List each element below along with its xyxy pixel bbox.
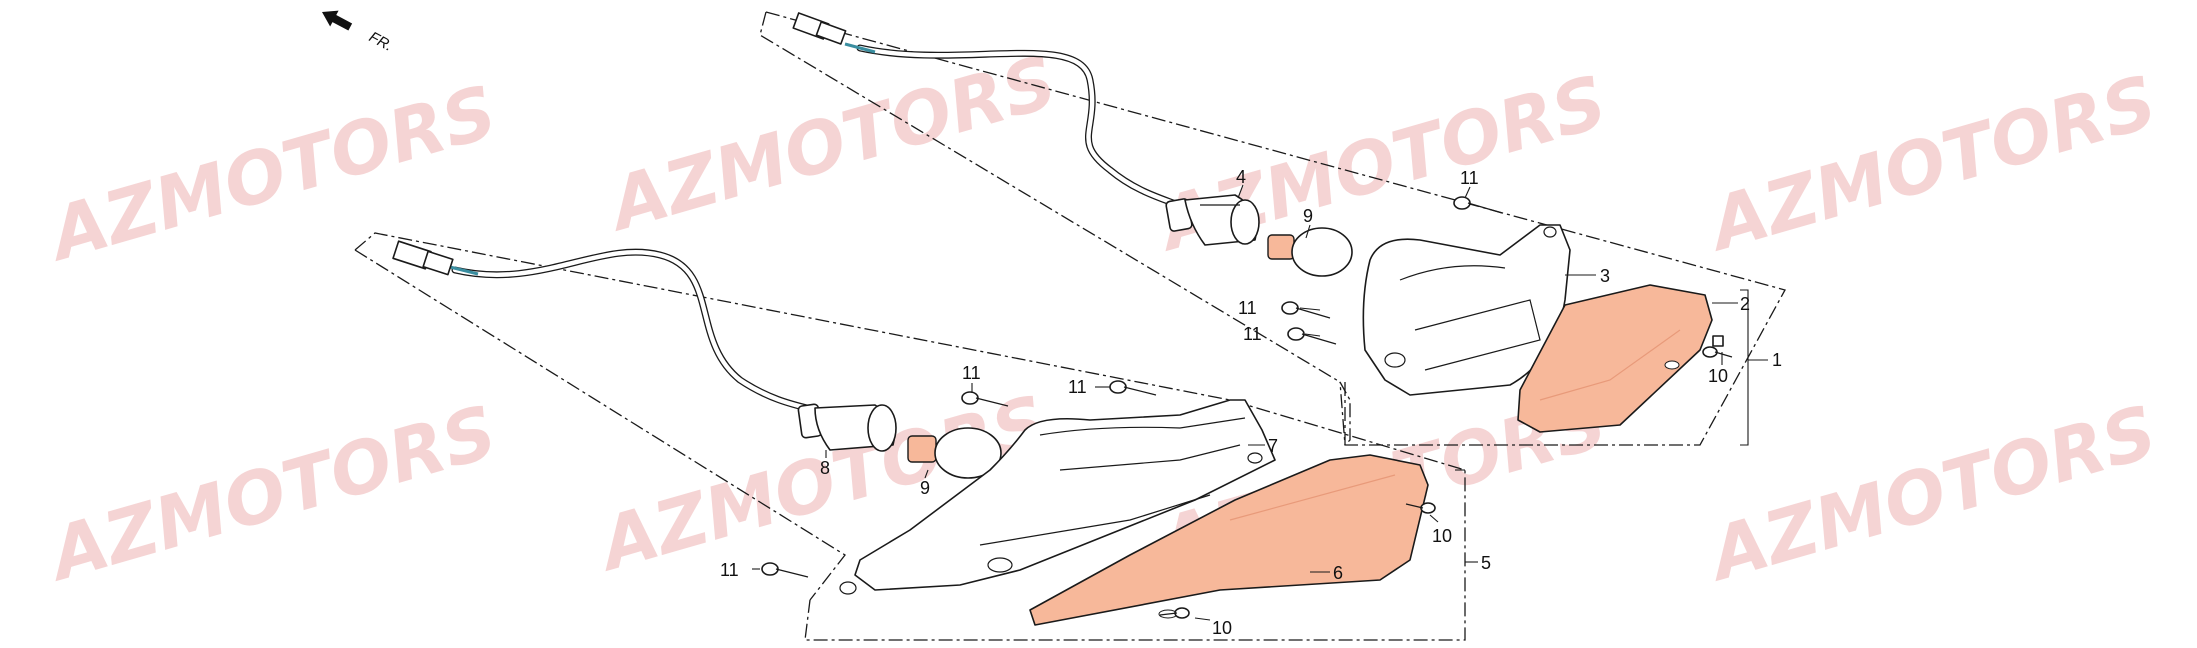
- lower-screws: [761, 380, 1436, 619]
- callout-11: 11: [1238, 298, 1257, 318]
- upper-screws: [1281, 196, 1733, 358]
- leader-lines: [752, 184, 1768, 621]
- callout-9: 9: [920, 478, 930, 498]
- callout-1: 1: [1772, 350, 1782, 370]
- upper-bulb: [1267, 227, 1353, 277]
- callout-11: 11: [720, 560, 739, 580]
- callout-10: 10: [1432, 526, 1452, 546]
- upper-connector: [792, 12, 1194, 214]
- direction-indicator: FR.: [322, 10, 395, 55]
- watermark-text: AZMOTORS: [37, 69, 506, 277]
- lower-bulb: [907, 427, 1002, 479]
- callout-11: 11: [1068, 377, 1087, 397]
- lower-assembly-frame-left: [354, 249, 846, 601]
- callout-9: 9: [1303, 206, 1313, 226]
- callout-8: 8: [820, 458, 830, 478]
- callout-5: 5: [1481, 553, 1491, 573]
- callouts-lower: 11 11 8 9 7 11 10 6 5 10: [720, 363, 1491, 638]
- upper-assembly-frame: [765, 11, 1786, 446]
- lower-connector: [392, 240, 819, 414]
- callout-10: 10: [1708, 366, 1728, 386]
- callout-3: 3: [1600, 266, 1610, 286]
- lower-lens: [1029, 454, 1429, 626]
- upper-socket: [1165, 194, 1260, 246]
- upper-lens: [1517, 284, 1713, 433]
- callout-7: 7: [1268, 436, 1278, 456]
- arrow-forward-icon: [322, 10, 353, 31]
- callout-10: 10: [1212, 618, 1232, 638]
- callout-2: 2: [1740, 294, 1750, 314]
- watermark-text: AZMOTORS: [37, 389, 506, 597]
- callout-11: 11: [962, 363, 981, 383]
- callout-11: 11: [1243, 324, 1262, 344]
- callout-11: 11: [1460, 168, 1479, 188]
- callout-4: 4: [1236, 167, 1246, 187]
- watermark-text: AZMOTORS: [597, 39, 1066, 247]
- lower-assembly-frame-top: [354, 232, 1466, 641]
- direction-label: FR.: [366, 29, 395, 55]
- watermark-text: AZMOTORS: [1697, 389, 2166, 597]
- callouts-upper: 4 9 11 11 11 3 2 10 1: [1236, 167, 1782, 386]
- upper-frame-left: [759, 11, 1341, 383]
- callout-6: 6: [1333, 563, 1343, 583]
- watermark-text: AZMOTORS: [1697, 59, 2166, 267]
- lower-housing: [839, 399, 1276, 595]
- lower-socket: [797, 403, 897, 452]
